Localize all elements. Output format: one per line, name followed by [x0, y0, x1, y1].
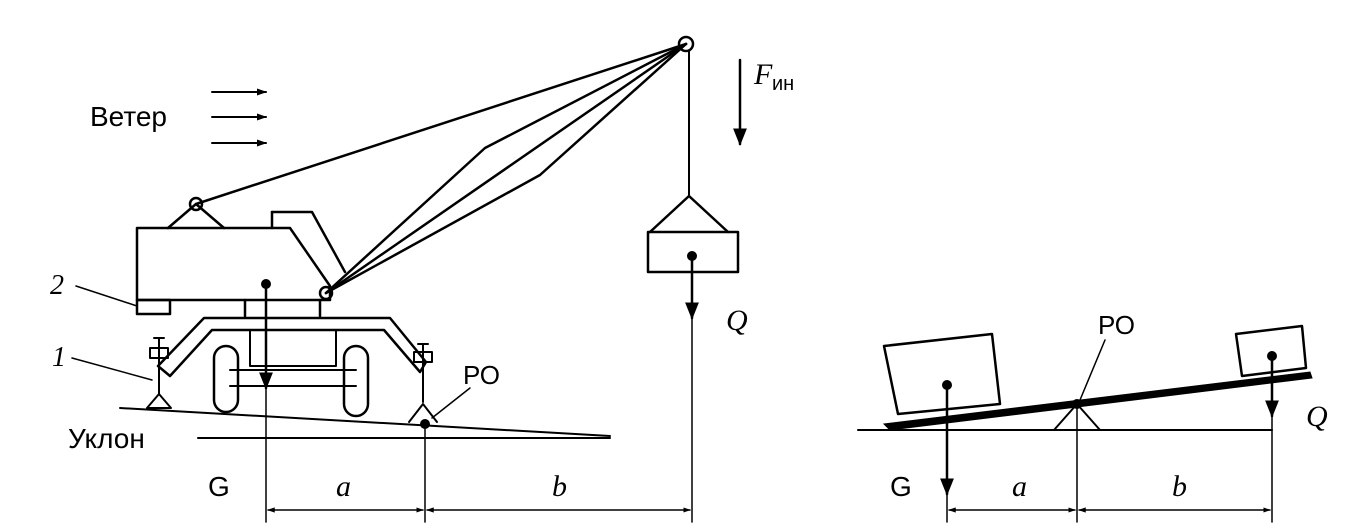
wind-label: Ветер — [90, 101, 167, 132]
weight-g-label-left: G — [208, 471, 230, 502]
part-1-leader — [71, 357, 153, 381]
right-wheel — [342, 344, 370, 418]
lever-scheme: РО Q G a b — [857, 310, 1328, 523]
part-2-leader — [75, 285, 138, 307]
left-outrigger — [146, 337, 172, 409]
pivot-label-left: РО — [463, 360, 500, 390]
load-q-label-left: Q — [726, 304, 748, 337]
lever-left-block — [882, 332, 1002, 416]
left-wheel — [212, 344, 240, 414]
crane-cab — [135, 196, 347, 318]
inertia-force-label: F — [753, 58, 773, 91]
crane-figure: Ветер — [50, 35, 794, 523]
pivot-leader-left — [431, 387, 471, 419]
load-q-label-right: Q — [1306, 400, 1328, 433]
crane-boom — [194, 35, 695, 301]
tipping-point-left — [420, 419, 430, 429]
pivot-leader-right — [1079, 339, 1106, 401]
dim-a-label-left: a — [336, 470, 351, 503]
lever-beam — [882, 371, 1313, 431]
part-1-label: 1 — [52, 342, 66, 373]
wind-arrows — [211, 88, 267, 147]
dim-a-label-right: a — [1012, 470, 1027, 503]
crane-chassis — [146, 316, 438, 423]
part-2-label: 2 — [50, 270, 64, 301]
lever-right-block — [1234, 324, 1308, 378]
right-outrigger — [408, 343, 438, 423]
pivot-label-right: РО — [1098, 310, 1135, 340]
dim-b-label-right: b — [1172, 470, 1187, 503]
ground-slope-line — [119, 407, 611, 437]
inertia-force-subscript: ин — [772, 73, 794, 95]
weight-g-label-right: G — [890, 471, 912, 502]
dim-b-label-left: b — [552, 470, 567, 503]
slope-label: Уклон — [68, 423, 145, 454]
hook-load — [646, 50, 740, 523]
